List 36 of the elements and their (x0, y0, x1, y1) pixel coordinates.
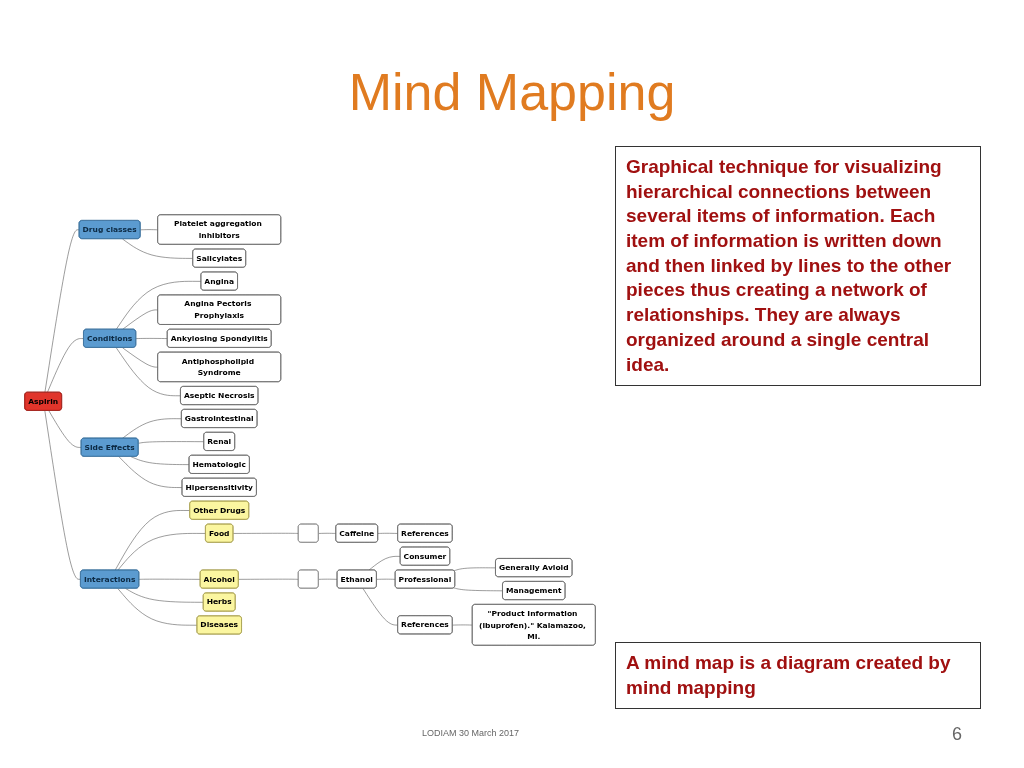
connector (115, 281, 202, 330)
connector (122, 418, 182, 439)
connector (453, 567, 497, 572)
connector (122, 347, 159, 368)
connector (117, 533, 206, 571)
connector (130, 456, 190, 465)
connector (138, 578, 201, 580)
connector (362, 588, 399, 626)
connector (318, 533, 337, 534)
connector (117, 588, 198, 626)
page-number: 6 (952, 724, 962, 745)
connector (238, 578, 299, 580)
connector (44, 410, 81, 580)
connector (368, 556, 401, 571)
footer-text: LODIAM 30 March 2017 (422, 728, 520, 738)
connector (114, 510, 191, 571)
connector (138, 441, 205, 444)
connector (118, 456, 183, 488)
connector (122, 238, 194, 259)
connector (122, 309, 159, 330)
title: Mind Mapping (347, 62, 677, 122)
note-text: Graphical technique for visualizing hierarchical connections between several items of information. Each item of information is written down and then linked by lines to the other pieces thus creating a network of relationships. They are always organized around a single central idea. (615, 146, 981, 387)
connector (452, 624, 473, 626)
connector (44, 229, 80, 393)
connector (453, 587, 504, 592)
connector (318, 578, 338, 580)
connector (140, 229, 159, 231)
connector (376, 578, 396, 580)
connector (48, 410, 82, 448)
connector (47, 338, 85, 393)
connector (125, 588, 204, 603)
note-text: A mind map is a diagram created by mind mapping (615, 642, 981, 710)
connector (377, 533, 399, 534)
connector (233, 533, 299, 534)
connector (135, 338, 168, 339)
connector (115, 347, 181, 397)
